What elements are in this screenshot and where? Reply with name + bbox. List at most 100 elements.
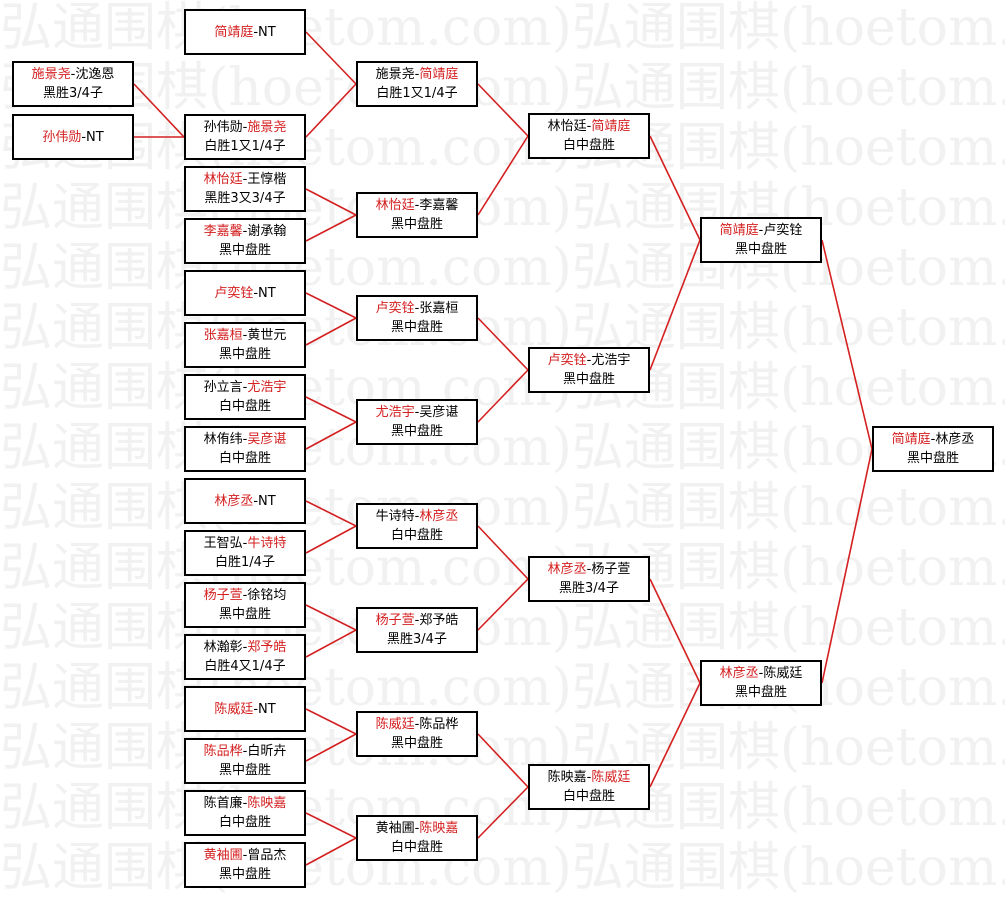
winner-name: 陈品桦 <box>203 744 243 759</box>
player-name: -郑予皓 <box>414 613 459 628</box>
connector-line <box>821 239 873 450</box>
match-players: 孙立言-尤浩宇 <box>204 378 287 397</box>
player-name: 陈映嘉- <box>547 770 592 785</box>
connector-line <box>305 837 357 866</box>
connector-line <box>305 292 357 319</box>
player-name: -沈逸恩 <box>70 67 115 82</box>
connector-line <box>305 604 357 631</box>
match-result: 黑中盘胜 <box>218 607 271 622</box>
match-box-round1-4: 李嘉馨-谢承翰黑中盘胜 <box>184 218 306 264</box>
winner-name: 林彦丞 <box>719 666 759 681</box>
match-players: 林彦丞-NT <box>214 492 275 511</box>
match-players: 黄袖圃-陈映嘉 <box>376 819 459 838</box>
match-result: 黑中盘胜 <box>562 372 615 387</box>
connector-line <box>477 83 529 137</box>
player-name: 黄袖圃- <box>375 821 420 836</box>
connector-line <box>477 369 529 423</box>
player-name: 牛诗特- <box>375 509 420 524</box>
player-name: -谢承翰 <box>242 224 287 239</box>
winner-name: 施景尧 <box>247 120 287 135</box>
winner-name: 林彦丞 <box>547 562 587 577</box>
match-result: 黑中盘胜 <box>390 217 443 232</box>
match-players: 张嘉桓-黄世元 <box>204 326 287 345</box>
player-name: -陈品桦 <box>414 717 459 732</box>
connector-line <box>305 317 357 346</box>
match-result: 白胜1又1/4子 <box>376 86 458 101</box>
winner-name: 张嘉桓 <box>203 328 243 343</box>
connector-line <box>305 525 357 554</box>
match-box-round2-6: 杨子萱-郑予皓黑胜3/4子 <box>356 607 478 653</box>
player-name: -曾品杰 <box>242 848 287 863</box>
match-box-round1-2: 孙伟勋-施景尧白胜1又1/4子 <box>184 114 306 160</box>
winner-name: 简靖庭 <box>214 24 254 40</box>
match-result: 黑中盘胜 <box>218 763 271 778</box>
connector-line <box>305 708 357 735</box>
player-name: 孙立言- <box>203 380 248 395</box>
winner-name: 卢奕铨 <box>547 353 587 368</box>
match-players: 李嘉馨-谢承翰 <box>204 222 287 241</box>
match-players: 卢奕铨-张嘉桓 <box>376 299 459 318</box>
match-result: 白胜1又1/4子 <box>204 139 286 154</box>
match-box-round3-3: 林彦丞-杨子萱黑胜3/4子 <box>528 556 650 602</box>
player-name: 施景尧- <box>375 67 420 82</box>
match-result: 黑中盘胜 <box>218 347 271 362</box>
winner-name: 林彦丞 <box>214 493 254 509</box>
winner-name: 简靖庭 <box>591 119 631 134</box>
match-box-round1-15: 陈首廉-陈映嘉白中盘胜 <box>184 790 306 836</box>
match-result: 黑胜3/4子 <box>387 632 447 647</box>
match-players: 林怡廷-简靖庭 <box>548 117 631 136</box>
connector-line <box>305 31 357 85</box>
match-box-round1-9: 林彦丞-NT <box>184 478 306 524</box>
player-name: -NT <box>253 493 276 509</box>
connector-line <box>305 812 357 839</box>
match-players: 施景尧-简靖庭 <box>376 65 459 84</box>
match-box-round1-3: 林怡廷-王惇楷黑胜3又3/4子 <box>184 166 306 212</box>
connector-line <box>305 629 357 658</box>
match-box-round2-5: 牛诗特-林彦丞白中盘胜 <box>356 503 478 549</box>
match-result: 黑中盘胜 <box>906 451 959 466</box>
match-box-round3-1: 林怡廷-简靖庭白中盘胜 <box>528 113 650 159</box>
player-name: -NT <box>253 285 276 301</box>
match-players: 孙伟勋-NT <box>42 128 103 147</box>
match-result: 黑中盘胜 <box>390 424 443 439</box>
player-name: -黄世元 <box>242 328 287 343</box>
player-name: -杨子萱 <box>586 562 631 577</box>
winner-name: 郑予皓 <box>247 640 287 655</box>
connector-line <box>477 135 529 216</box>
player-name: 王智弘- <box>203 536 248 551</box>
match-players: 陈威廷-陈品桦 <box>376 715 459 734</box>
winner-name: 陈威廷 <box>591 770 631 785</box>
connector-line <box>305 83 357 138</box>
match-box-round1-14: 陈品桦-白昕卉黑中盘胜 <box>184 738 306 784</box>
match-players: 林彦丞-陈威廷 <box>720 664 803 683</box>
match-result: 黑中盘胜 <box>218 867 271 882</box>
player-name: -徐铭均 <box>242 588 287 603</box>
player-name: 陈首廉- <box>203 796 248 811</box>
match-result: 白中盘胜 <box>390 528 443 543</box>
connector-line <box>305 500 357 527</box>
match-box-round1-10: 王智弘-牛诗特白胜1/4子 <box>184 530 306 576</box>
match-box-round2-1: 施景尧-简靖庭白胜1又1/4子 <box>356 61 478 107</box>
match-result: 黑中盘胜 <box>218 243 271 258</box>
match-result: 黑中盘胜 <box>734 685 787 700</box>
player-name: -吴彦谌 <box>414 405 459 420</box>
winner-name: 孙伟勋 <box>42 129 82 145</box>
match-box-round2-2: 林怡廷-李嘉馨黑中盘胜 <box>356 192 478 238</box>
connector-line <box>305 214 357 242</box>
match-result: 白中盘胜 <box>390 840 443 855</box>
match-result: 白胜4又1/4子 <box>204 659 286 674</box>
match-players: 陈映嘉-陈威廷 <box>548 768 631 787</box>
connector-line <box>477 786 529 839</box>
player-name: -尤浩宇 <box>586 353 631 368</box>
connector-line <box>305 396 357 423</box>
match-box-round2-7: 陈威廷-陈品桦黑中盘胜 <box>356 711 478 757</box>
winner-name: 卢奕铨 <box>214 285 254 301</box>
winner-name: 卢奕铨 <box>375 301 415 316</box>
match-box-round1-7: 孙立言-尤浩宇白中盘胜 <box>184 374 306 420</box>
winner-name: 杨子萱 <box>375 613 415 628</box>
winner-name: 杨子萱 <box>203 588 243 603</box>
connector-line <box>305 188 357 216</box>
winner-name: 尤浩宇 <box>247 380 287 395</box>
connector-line <box>133 83 185 138</box>
winner-name: 陈映嘉 <box>247 796 287 811</box>
